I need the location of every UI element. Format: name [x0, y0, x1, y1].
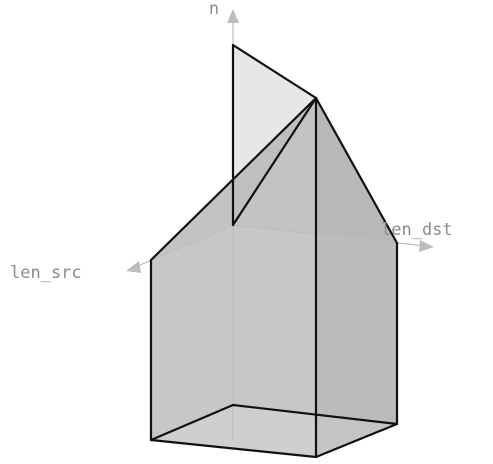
- n-axis-arrowhead: [227, 9, 239, 23]
- len-dst-axis-label: len_dst: [381, 220, 453, 240]
- len-src-axis-label: len_src: [10, 263, 82, 283]
- bottom-front-left-edge: [149, 438, 318, 459]
- front-right-wall-face: [316, 98, 397, 457]
- roof-right-edge: [314, 96, 399, 245]
- len-src-axis: [132, 224, 234, 269]
- len-dst-axis-arrowhead: [419, 240, 434, 252]
- bottom-back-left-edge: [149, 403, 235, 442]
- roof-inner-edge: [231, 96, 318, 227]
- len-src-axis-arrowhead: [126, 261, 141, 273]
- fin-top-edge: [231, 43, 318, 100]
- len-dst-axis: [232, 224, 427, 247]
- roof-left-edge: [149, 96, 318, 262]
- n-axis-label: n: [209, 0, 219, 19]
- bottom-front-right-edge: [314, 422, 399, 459]
- bottom-back-edge: [231, 403, 399, 426]
